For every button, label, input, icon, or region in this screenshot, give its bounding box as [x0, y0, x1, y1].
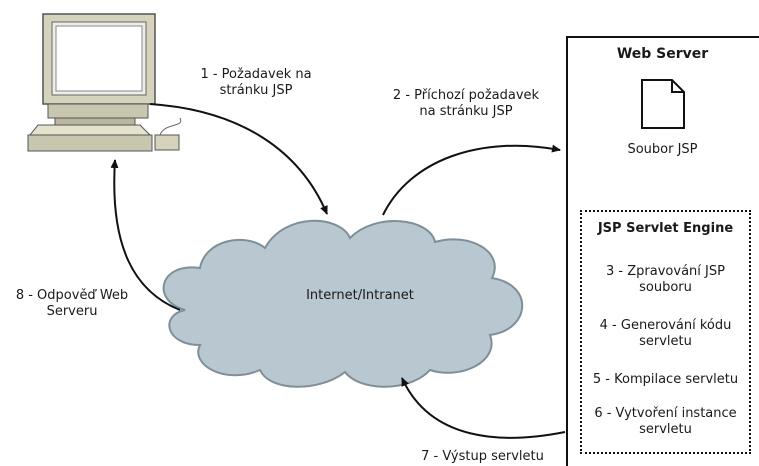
- engine-step-5: 5 - Kompilace servletu: [592, 372, 739, 387]
- request-arrow: [149, 103, 328, 215]
- cloud-label: Internet/Intranet: [306, 288, 414, 303]
- jsp-file-label: Soubor JSP: [627, 142, 698, 157]
- incoming-request-arrow: [382, 144, 561, 216]
- servlet-output-arrow: [401, 377, 566, 439]
- servlet-engine-box: [580, 210, 751, 454]
- engine-title: JSP Servlet Engine: [597, 221, 734, 236]
- desktop-computer-icon: [27, 13, 182, 152]
- servlet-output-label: 7 - Výstup servletu: [421, 449, 544, 464]
- web-server-title: Web Server: [616, 46, 709, 62]
- response-arrow: [110, 159, 181, 311]
- cloud-icon: [162, 219, 524, 388]
